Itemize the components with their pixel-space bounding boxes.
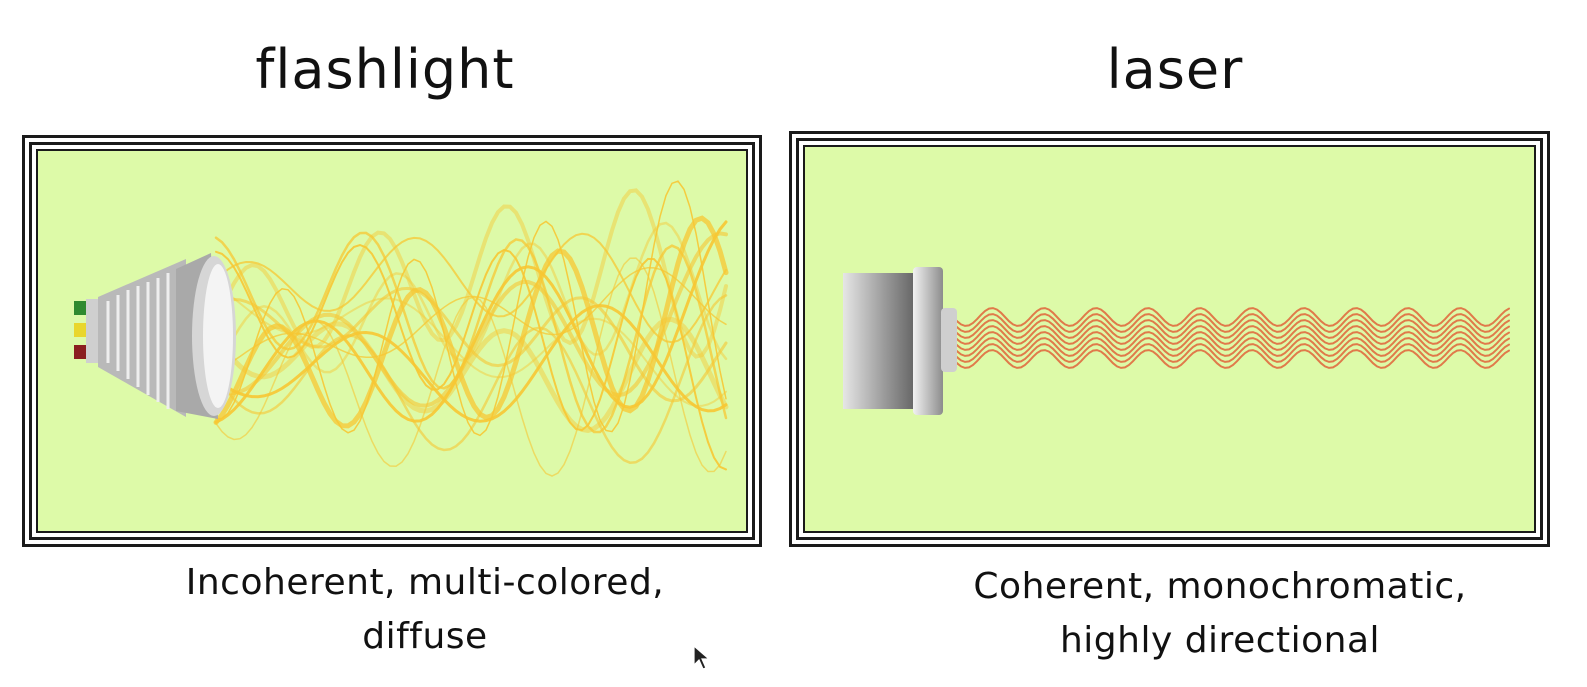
- light-strand: [214, 303, 728, 423]
- flashlight-illustration: [74, 180, 729, 477]
- light-strand: [215, 232, 727, 344]
- laser-caption-line1: Coherent, monochromatic,: [973, 566, 1467, 607]
- laser-wave-line: [952, 343, 1510, 363]
- laser-caption-line2: highly directional: [1059, 620, 1381, 661]
- laser-wave-line: [952, 319, 1510, 339]
- light-strand: [215, 180, 727, 437]
- coherent-laser-beam: [952, 307, 1510, 369]
- flashlight-caption-line2: diffuse: [362, 616, 488, 657]
- laser-wave-line: [952, 313, 1510, 333]
- flashlight-caption-line1: Incoherent, multi-colored,: [185, 562, 665, 603]
- laser-caption: Coherent, monochromatic, highly directio…: [925, 560, 1515, 668]
- laser-wave-line: [952, 325, 1510, 345]
- light-strand: [214, 221, 728, 374]
- light-strand: [214, 188, 728, 359]
- light-strand: [214, 220, 728, 424]
- light-strand: [213, 215, 729, 429]
- flashlight-caption: Incoherent, multi-colored, diffuse: [130, 556, 720, 664]
- flashlight-bulb: [74, 253, 236, 419]
- laser-device: [843, 267, 957, 415]
- light-strand: [215, 257, 727, 477]
- laser-wave-line: [952, 307, 1510, 327]
- laser-wave-line: [952, 337, 1510, 357]
- mouse-pointer-icon: [693, 645, 711, 670]
- incoherent-light-waves: [213, 180, 729, 477]
- laser-title: laser: [1106, 38, 1244, 101]
- laser-wave-line: [952, 349, 1510, 369]
- light-strand: [215, 266, 727, 372]
- laser-illustration: [843, 267, 1510, 415]
- flashlight-title: flashlight: [255, 38, 515, 101]
- laser-wave-line: [952, 331, 1510, 351]
- light-strand: [215, 243, 727, 471]
